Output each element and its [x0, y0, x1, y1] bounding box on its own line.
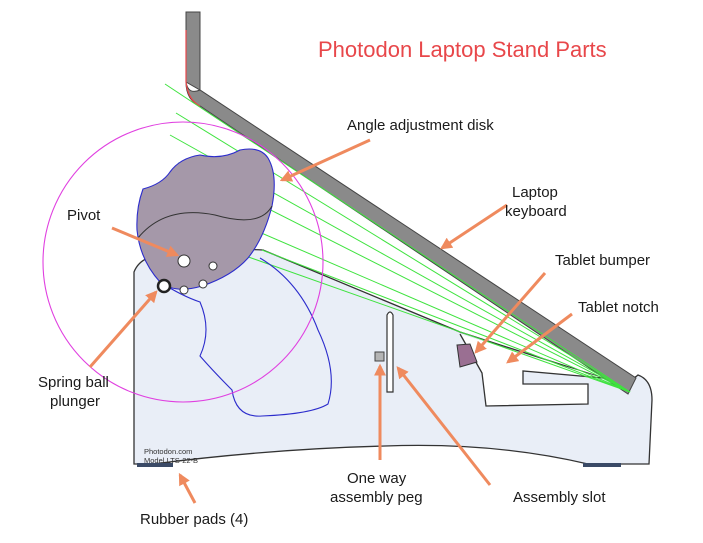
rubber-pad-left [137, 463, 173, 467]
laptop-screen [185, 11, 201, 91]
arrow-angle-disk [279, 138, 371, 182]
label-pivot: Pivot [67, 207, 101, 224]
label-tablet-notch: Tablet notch [578, 299, 659, 316]
label-laptop-2: keyboard [505, 203, 567, 220]
label-slot: Assembly slot [513, 489, 606, 506]
laptop-keyboard [185, 81, 637, 395]
laptop-hinge-red [185, 30, 201, 107]
arrow-pads [178, 472, 197, 504]
assembly-slot [386, 311, 394, 393]
brand-line-1: Photodon.com [144, 447, 192, 456]
label-peg-1: One way [347, 470, 407, 487]
pivot-outline [159, 257, 332, 417]
pivot-hole [177, 254, 191, 268]
tablet-bumper [456, 343, 478, 368]
label-spring-1: Spring ball [38, 374, 109, 391]
arrow-pivot [111, 226, 180, 257]
rubber-pad-right [583, 463, 621, 467]
label-tablet-bumper: Tablet bumper [555, 252, 650, 269]
tablet-notch [459, 333, 604, 407]
arrow-slot [396, 366, 492, 486]
hole-3 [179, 285, 189, 295]
hole-1 [208, 261, 218, 271]
label-angle-disk: Angle adjustment disk [347, 117, 494, 134]
assembly-peg [374, 351, 385, 362]
arrow-tablet-notch [506, 312, 573, 364]
arrows [88, 138, 573, 504]
range-circle [42, 121, 324, 403]
label-spring-2: plunger [50, 393, 100, 410]
arrow-laptop-keyboard [439, 203, 508, 250]
hole-2 [198, 279, 208, 289]
label-laptop-1: Laptop [512, 184, 558, 201]
arrow-tablet-bumper [474, 272, 547, 354]
inner-arc [137, 205, 273, 239]
brand-line-2: Model LTS-22-B [144, 456, 198, 465]
spring-ball-plunger [156, 278, 172, 294]
diagram-title: Photodon Laptop Stand Parts [318, 37, 607, 62]
arrow-spring [88, 290, 158, 368]
label-pads: Rubber pads (4) [140, 511, 248, 528]
label-peg-2: assembly peg [330, 489, 423, 506]
